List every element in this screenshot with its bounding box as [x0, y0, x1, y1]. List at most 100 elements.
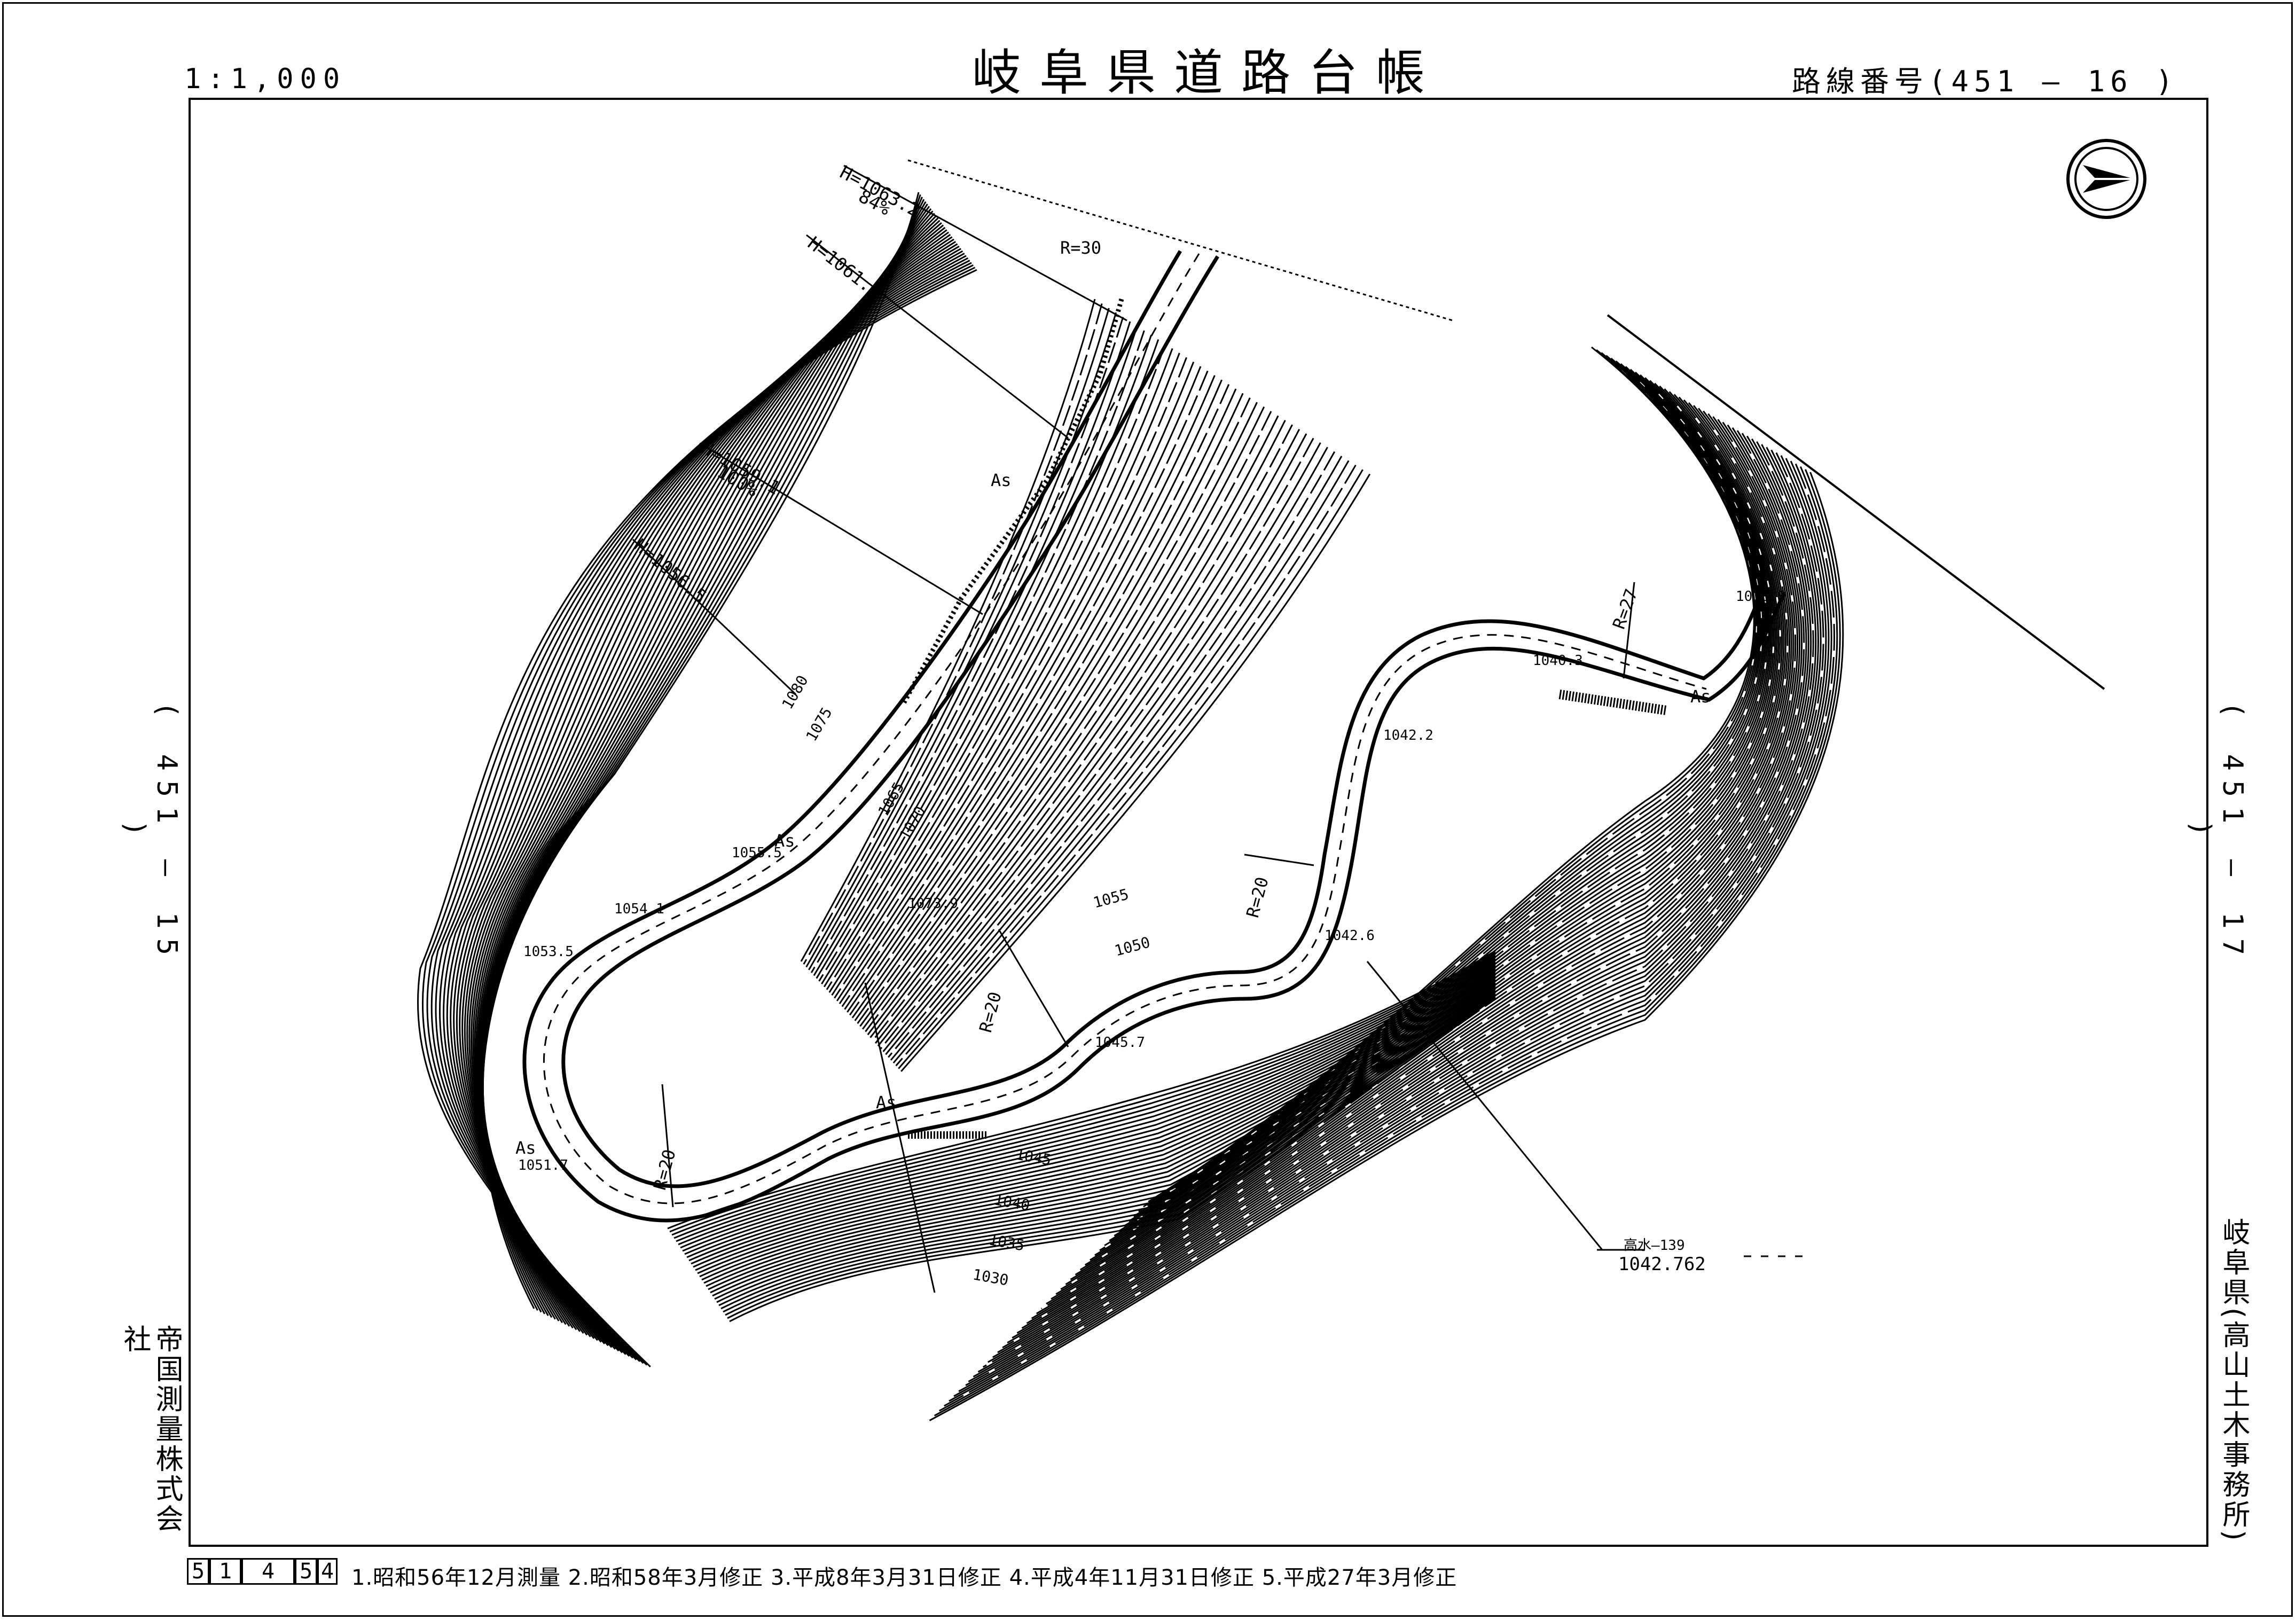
contour-line	[669, 951, 1496, 1233]
contour-line	[695, 971, 1496, 1271]
contour-line	[1079, 385, 1775, 1271]
contour-line	[678, 958, 1496, 1246]
contour-line	[691, 967, 1496, 1265]
contour-line	[968, 449, 1822, 1383]
retaining-wall	[900, 298, 1667, 1139]
benchmark-name: 高水—139	[1624, 1238, 1685, 1254]
contour-line	[869, 420, 1286, 1038]
contour-line	[844, 375, 1216, 1010]
contour-line	[892, 460, 1350, 1064]
contour-line	[1007, 427, 1803, 1344]
contour-line	[823, 339, 1159, 988]
pavement-label: As	[515, 1138, 536, 1158]
contour-line	[667, 950, 1496, 1230]
contour-line	[671, 953, 1496, 1236]
contour-line	[885, 447, 1328, 1055]
contour-line	[1036, 410, 1790, 1314]
contour-line	[880, 437, 1314, 1050]
contour-line	[1133, 355, 1759, 1217]
adjacent-sheet-right: ( 451 — 17 )	[2184, 701, 2248, 965]
contour-line	[1060, 396, 1781, 1290]
contour-line	[693, 969, 1496, 1268]
contour-line	[849, 384, 1230, 1016]
contour-line	[686, 964, 1496, 1258]
curve-radius: R=20	[975, 990, 1006, 1035]
survey-company: 帝国測量株式会社	[119, 1325, 183, 1534]
pavement-label: As	[991, 470, 1012, 490]
spot-height: 1042.6	[1325, 928, 1375, 944]
contour-line	[1118, 363, 1763, 1232]
contour-line	[718, 988, 1496, 1306]
contour-line	[900, 473, 1371, 1072]
spot-height: 1051.7	[518, 1157, 568, 1173]
contour-line	[882, 442, 1321, 1052]
contour-line	[934, 469, 1841, 1416]
contour-line	[682, 961, 1496, 1252]
contour-line	[688, 966, 1496, 1262]
curve-radius: R=27	[1609, 586, 1642, 631]
contour-line	[723, 991, 1496, 1313]
revision-box: 5	[187, 1558, 209, 1585]
contour-line	[877, 433, 1307, 1047]
contour-label: 1055	[1091, 885, 1131, 911]
route-number: 路線番号(451 — 16 )	[1792, 65, 2179, 98]
contour-line	[847, 379, 1223, 1013]
contour-line	[821, 334, 1153, 985]
contour-line	[456, 245, 960, 1350]
curve-radius: R=30	[1060, 238, 1101, 258]
contour-line	[680, 959, 1496, 1249]
contour-line	[1128, 357, 1760, 1222]
contour-line	[1094, 377, 1770, 1256]
spot-height: 1042.2	[1383, 727, 1433, 744]
upper-boundary-line	[907, 159, 1453, 322]
contour-line	[426, 264, 974, 1364]
contour-line	[963, 452, 1824, 1388]
contour-line	[851, 388, 1237, 1019]
contour-line	[805, 308, 1110, 968]
contour-line	[864, 411, 1272, 1032]
pavement-labels: As As As As As	[515, 470, 1711, 1158]
spot-height: 1038.9	[1736, 589, 1786, 605]
contour-line	[727, 995, 1496, 1319]
contour-line	[872, 424, 1293, 1041]
curve-radius: R=20	[1242, 875, 1273, 920]
contour-line	[1104, 371, 1767, 1247]
contour-line	[706, 979, 1496, 1287]
north-arrow-icon	[2066, 139, 2146, 219]
contour-line	[997, 433, 1807, 1353]
contour-line	[859, 402, 1258, 1027]
contour-line	[1041, 408, 1789, 1310]
pavement-label: As	[876, 1092, 897, 1113]
contour-line	[720, 990, 1496, 1310]
contour-line	[1099, 374, 1768, 1251]
contour-line	[1084, 382, 1773, 1266]
pavement-label: As	[774, 831, 795, 851]
contour-line	[895, 465, 1357, 1067]
contour-line	[816, 325, 1138, 979]
contour-line	[836, 362, 1195, 1001]
spot-height: 1040.3	[1533, 653, 1583, 669]
contour-line	[673, 954, 1496, 1239]
spot-height: 1054.1	[614, 901, 664, 917]
contour-line	[482, 206, 930, 1320]
spot-height: 1073.9	[908, 896, 958, 912]
benchmark: 高水—139 1042.762	[1597, 1238, 1805, 1275]
contour-label: 1075	[802, 705, 835, 745]
contour-lines	[417, 192, 1844, 1421]
contour-line	[973, 447, 1819, 1378]
contour-line	[803, 303, 1103, 965]
contour-line	[1026, 416, 1795, 1324]
contour-line	[697, 972, 1496, 1274]
road-center-line	[543, 253, 1707, 1204]
contour-label: 1050	[1112, 933, 1152, 959]
contour-line	[834, 357, 1187, 999]
callout-h1061: H=1061.1	[803, 233, 886, 303]
revision-box: 5	[295, 1558, 317, 1585]
contour-line	[861, 406, 1265, 1030]
revision-boxes: 5 1 4 5 4	[187, 1558, 338, 1585]
contour-line	[875, 428, 1300, 1044]
contour-line	[949, 460, 1832, 1402]
